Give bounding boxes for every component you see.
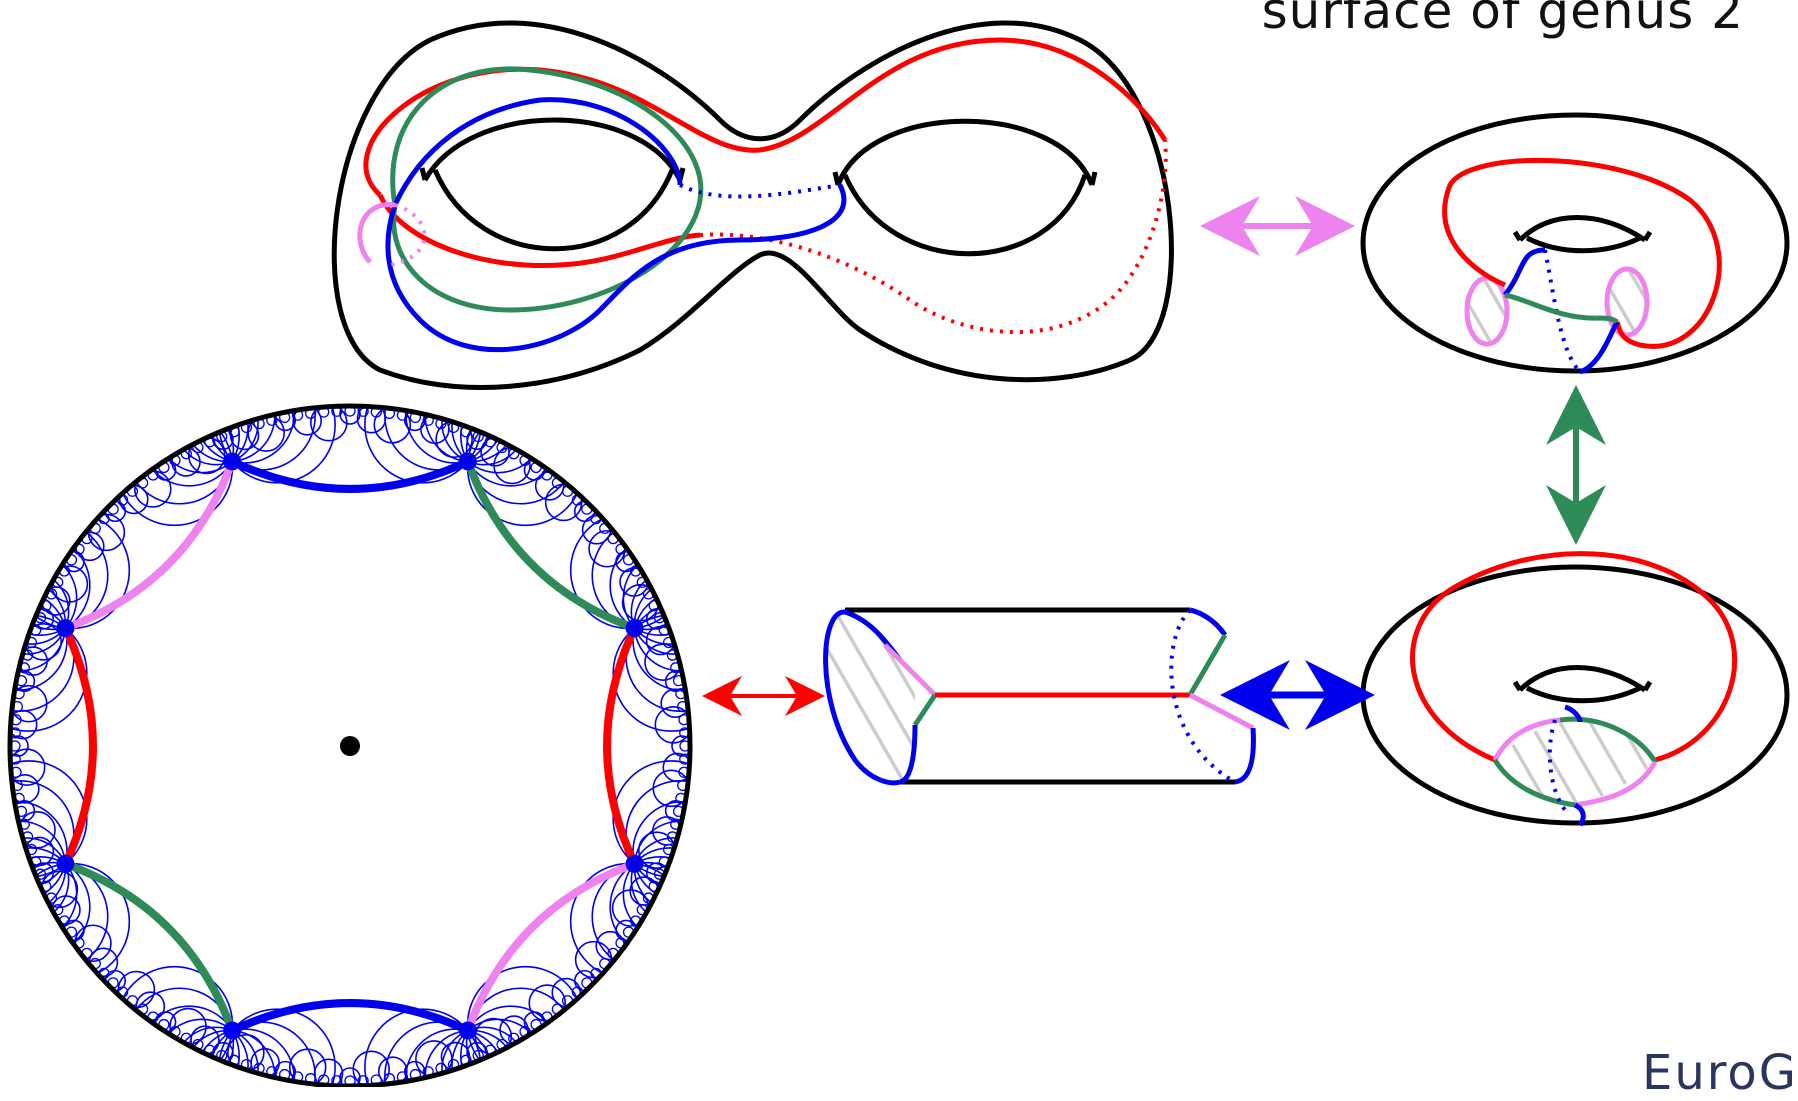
octagon-vertex (458, 1021, 477, 1040)
tiling-arc (344, 1075, 356, 1086)
octagon-side (230, 457, 470, 493)
octagon-side (61, 626, 97, 866)
octagon-side (464, 860, 636, 1032)
disk-center-point (340, 736, 360, 756)
octagon-side (230, 999, 470, 1035)
violet-curve (357, 202, 396, 264)
tiling-arc (10, 740, 21, 752)
tiling-arc (662, 752, 690, 783)
tiling-arc (313, 1058, 344, 1086)
tiling-arc (339, 406, 361, 425)
red-curve (363, 37, 1168, 197)
tiling-arc (10, 735, 29, 757)
octagon-vertex (625, 619, 644, 638)
tiling-arc (339, 1067, 361, 1086)
torus-with-handles (1360, 112, 1790, 375)
cylinder (823, 607, 1256, 786)
tiling-arc (356, 406, 387, 434)
octagon-vertex (625, 854, 644, 873)
torus-with-polygon (1360, 551, 1790, 827)
disk-boundary (7, 403, 693, 1087)
tiling-arc (344, 406, 356, 417)
octagon-side (464, 460, 636, 632)
genus-2-surface (331, 20, 1174, 390)
left-hole (422, 117, 683, 182)
octagon-vertex (223, 1021, 242, 1040)
right-hole (835, 118, 1095, 186)
octagon-side (64, 460, 236, 632)
octagon-side (64, 860, 236, 1032)
page-title: surface of genus 2 (1261, 0, 1744, 40)
logo: EuroG (1642, 1045, 1798, 1101)
poincare-disk (7, 403, 693, 1087)
tiling-arc (10, 709, 38, 740)
blue-curve (392, 97, 683, 207)
tiling-arc (679, 740, 690, 752)
disk-tiling (10, 406, 690, 1086)
tiling-arc (218, 1008, 336, 1086)
octagon-side (603, 626, 639, 866)
octagon-vertex (56, 619, 75, 638)
green-curve (390, 66, 704, 313)
fundamental-octagon (56, 452, 644, 1040)
octagon-vertex (223, 452, 242, 471)
octagon-vertex (458, 452, 477, 471)
octagon-vertex (56, 854, 75, 873)
tiling-arc (364, 1008, 482, 1086)
tiling-arc (671, 735, 690, 757)
tiling-arc (654, 706, 690, 744)
